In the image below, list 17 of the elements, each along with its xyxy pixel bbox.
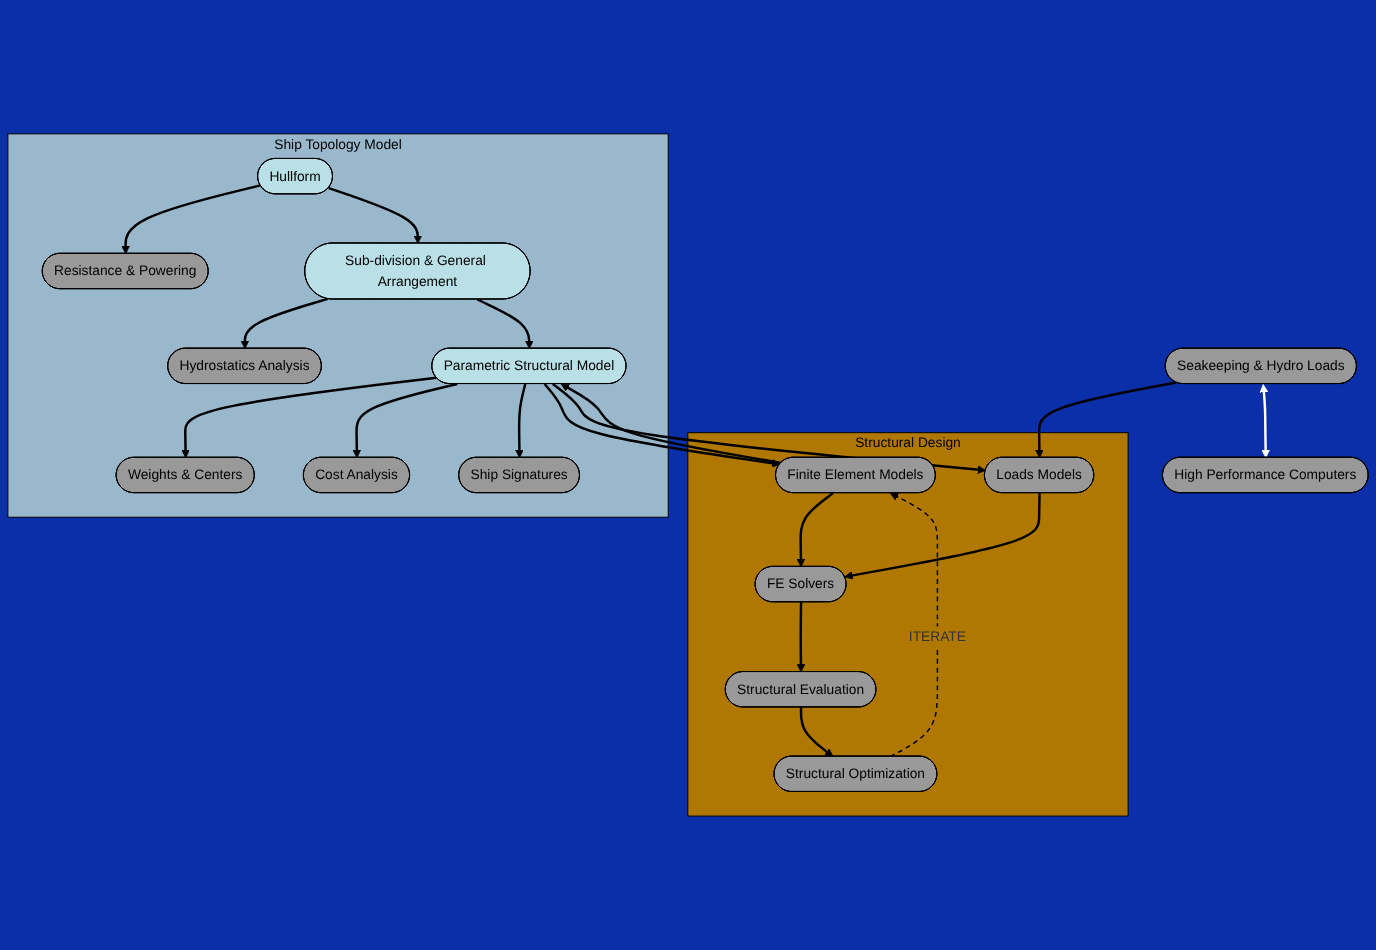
arrow [181, 376, 437, 459]
arrow [799, 707, 834, 757]
arrow [1259, 384, 1270, 459]
cluster [687, 432, 1129, 817]
arrow [476, 298, 534, 350]
arrow [796, 602, 806, 673]
arrow [240, 297, 328, 350]
arrow [352, 382, 458, 459]
arrow [796, 492, 834, 568]
arrow [121, 184, 261, 255]
cluster [7, 133, 669, 518]
arrow [844, 493, 1041, 580]
arrow [552, 383, 987, 475]
arrow [1035, 381, 1177, 459]
arrow [889, 492, 939, 758]
arrow [515, 383, 527, 459]
arrow [328, 186, 423, 244]
